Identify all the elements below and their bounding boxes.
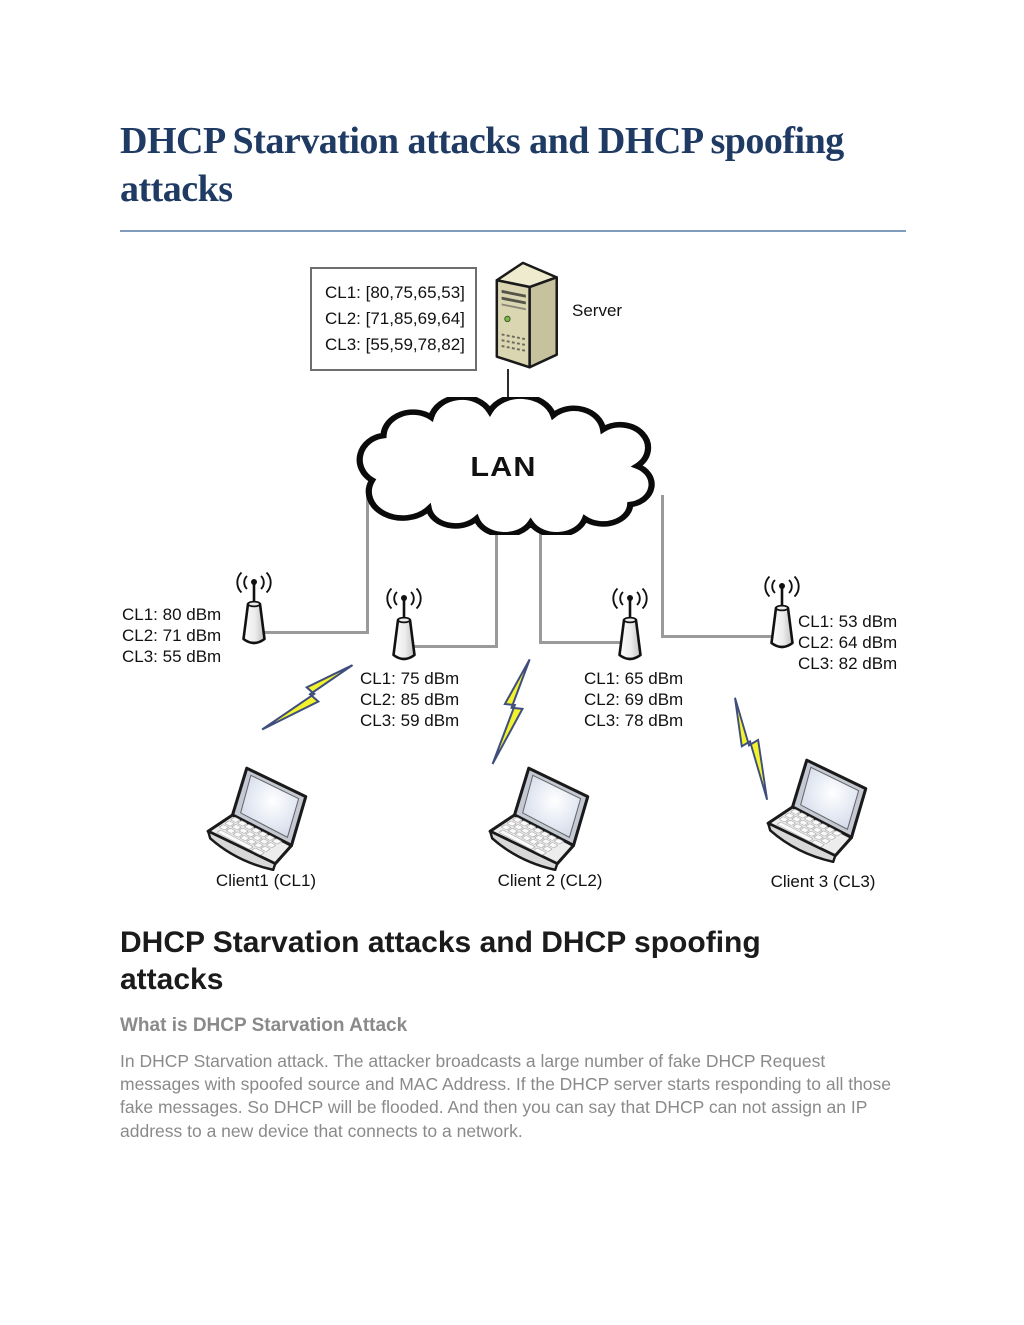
lan-label: LAN	[470, 452, 536, 482]
link-lan-ap1-horizontal	[264, 630, 369, 634]
ap2-readings: CL1: 75 dBm CL2: 85 dBm CL3: 59 dBm	[360, 668, 460, 730]
lightning-bolt-3-icon	[708, 691, 800, 805]
link-lan-ap2-vertical	[495, 516, 498, 648]
title-rule	[120, 229, 906, 232]
link-lan-ap3-horizontal	[539, 640, 624, 644]
body-paragraph: In DHCP Starvation attack. The attacker …	[120, 1050, 892, 1141]
client1-label: Client1 (CL1)	[215, 870, 317, 890]
client3-laptop-icon	[760, 756, 882, 863]
link-lan-ap4-vertical	[661, 494, 664, 638]
lightning-bolt-2-icon	[486, 655, 541, 771]
network-diagram: CL1: [80,75,65,53] CL2: [71,85,69,64] CL…	[120, 259, 912, 899]
lan-cloud: LAN	[345, 396, 671, 535]
client3-label: Client 3 (CL3)	[770, 871, 876, 891]
access-point-4-icon	[762, 575, 802, 655]
values-line-cl2: CL2: [71,85,69,64]	[325, 308, 465, 328]
server-label: Server	[572, 300, 623, 320]
section-heading: DHCP Starvation attacks and DHCP spoofin…	[120, 925, 761, 996]
link-lan-ap3-vertical	[539, 516, 542, 644]
link-lan-ap2-horizontal	[412, 644, 498, 648]
access-point-1-icon	[234, 571, 274, 651]
client2-label: Client 2 (CL2)	[497, 870, 603, 890]
client1-laptop-icon	[200, 764, 322, 871]
values-line-cl3: CL3: [55,59,78,82]	[325, 334, 465, 354]
access-point-2-icon	[384, 587, 424, 667]
ap1-readings: CL1: 80 dBm CL2: 71 dBm CL3: 55 dBm	[122, 604, 222, 666]
client2-laptop-icon	[482, 764, 604, 871]
ap3-readings: CL1: 65 dBm CL2: 69 dBm CL3: 78 dBm	[584, 668, 684, 730]
ap4-readings: CL1: 53 dBm CL2: 64 dBm CL3: 82 dBm	[798, 611, 898, 673]
signal-values-box: CL1: [80,75,65,53] CL2: [71,85,69,64] CL…	[310, 266, 477, 371]
sub-heading: What is DHCP Starvation Attack	[120, 1014, 408, 1036]
lightning-bolt-1-icon	[256, 644, 361, 756]
link-lan-ap4-horizontal	[661, 634, 775, 638]
link-lan-ap1-vertical	[366, 488, 369, 634]
link-server-lan	[507, 368, 509, 407]
page-title: DHCP Starvation attacks and DHCP spoofin…	[120, 120, 844, 210]
server-icon	[480, 259, 560, 375]
values-line-cl1: CL1: [80,75,65,53]	[325, 282, 465, 302]
access-point-3-icon	[610, 587, 650, 667]
